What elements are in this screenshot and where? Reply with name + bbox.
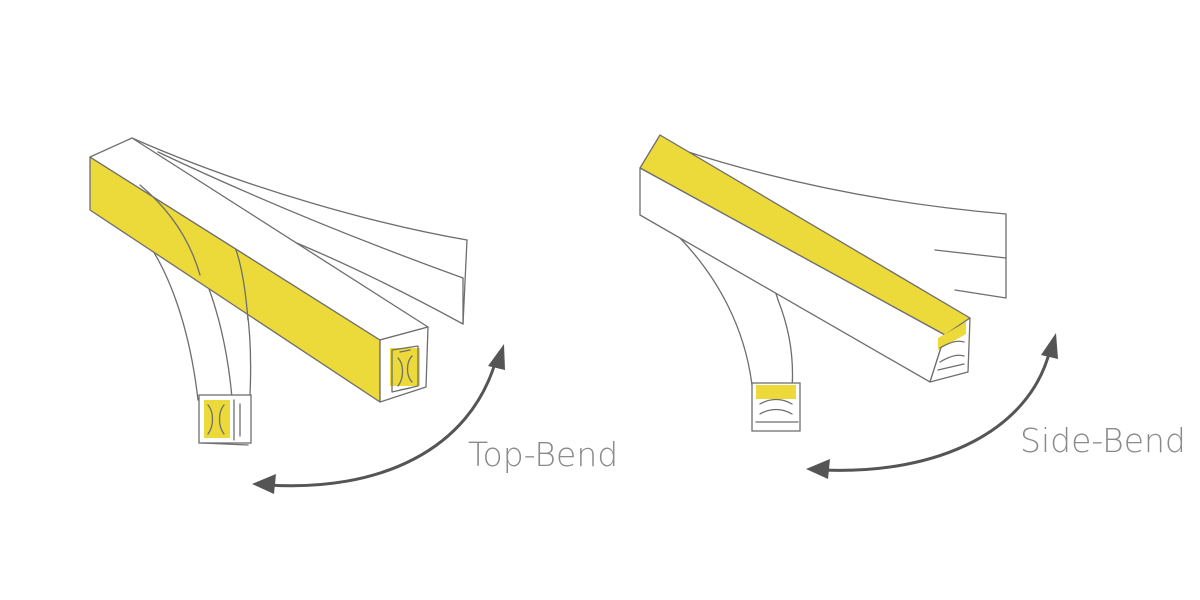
side-bend-bar-end-section [937, 322, 966, 371]
side-bend-down-end-section [751, 382, 801, 432]
side-bend-side-face [639, 167, 946, 383]
top-bend-straight-profile [89, 137, 429, 403]
top-bend-illustration [89, 137, 468, 446]
side-bend-arrow-head-right [1041, 333, 1058, 359]
side-bend-arrow-head-left [806, 459, 830, 479]
top-bend-arrow[interactable] [252, 344, 505, 494]
top-bend-arrow-head-right [488, 344, 505, 370]
top-bend-arrow-head-left [252, 474, 276, 494]
side-bend-illustration [639, 134, 1007, 432]
top-bend-down-end-section [198, 394, 252, 446]
top-bend-bar-end-section [390, 345, 420, 393]
top-bend-label: Top-Bend [468, 435, 618, 474]
side-bend-arrow[interactable] [806, 333, 1058, 479]
side-bend-straight-profile [639, 134, 971, 383]
side-bend-label: Side-Bend [1020, 421, 1186, 460]
side-bend-strip-right-bend [681, 149, 1007, 299]
